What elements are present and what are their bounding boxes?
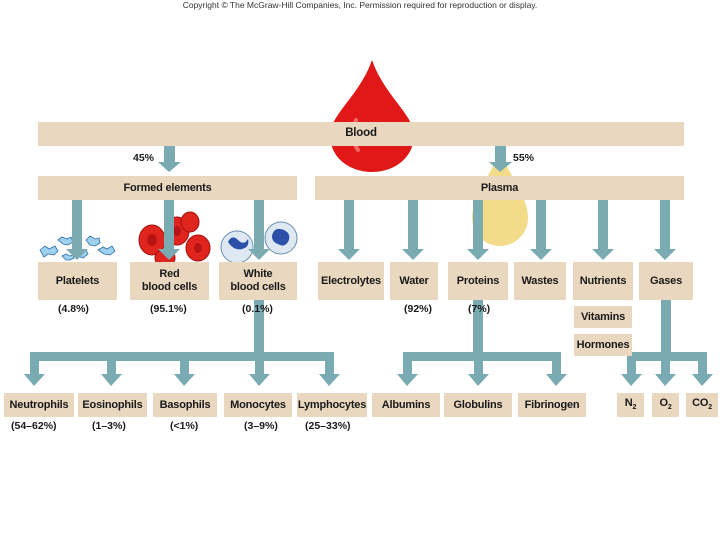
gases-box: Gases (639, 262, 693, 300)
blood-drop-icon (330, 60, 414, 172)
monocytes-box: Monocytes (224, 393, 292, 417)
nutrients-box: Nutrients (573, 262, 633, 300)
neutrophils-percent: (54–62%) (11, 420, 57, 432)
water-box: Water (390, 262, 438, 300)
fibrinogen-label: Fibrinogen (524, 398, 580, 411)
monocytes-label: Monocytes (230, 398, 286, 411)
nitrogen-box: N2 (617, 393, 644, 417)
white-blood-cells-label: White blood cells (230, 268, 286, 293)
white-blood-cells-box: White blood cells (219, 262, 297, 300)
electrolytes-box: Electrolytes (318, 262, 384, 300)
albumins-label: Albumins (381, 398, 431, 411)
copyright-notice: Copyright © The McGraw-Hill Companies, I… (182, 0, 538, 10)
white-blood-cells-icon (220, 221, 298, 264)
proteins-label: Proteins (456, 274, 500, 287)
connector-arrows (24, 146, 713, 386)
hormones-label: Hormones (576, 338, 630, 351)
hormones-box: Hormones (574, 334, 632, 356)
lymphocytes-label: Lymphocytes (297, 398, 367, 411)
carbon-dioxide-box: CO2 (686, 393, 718, 417)
vitamins-label: Vitamins (580, 310, 626, 323)
basophils-box: Basophils (153, 393, 217, 417)
lymphocytes-box: Lymphocytes (297, 393, 367, 417)
neutrophils-label: Neutrophils (9, 398, 69, 411)
eosinophils-percent: (1–3%) (92, 420, 126, 432)
albumins-box: Albumins (372, 393, 440, 417)
globulins-label: Globulins (453, 398, 503, 411)
fibrinogen-box: Fibrinogen (518, 393, 586, 417)
plasma-percent: 55% (513, 152, 535, 164)
nutrients-label: Nutrients (579, 274, 627, 287)
oxygen-label: O2 (659, 397, 672, 412)
eosinophils-label: Eosinophils (82, 398, 143, 411)
wastes-label: Wastes (521, 274, 559, 287)
wastes-box: Wastes (514, 262, 566, 300)
formed-elements-label: Formed elements (123, 181, 212, 194)
plasma-label: Plasma (480, 181, 519, 194)
white-blood-cells-percent: (0.1%) (242, 303, 273, 315)
proteins-percent: (7%) (468, 303, 491, 315)
nitrogen-label: N2 (624, 397, 637, 412)
platelets-percent: (4.8%) (58, 303, 89, 315)
platelets-label: Platelets (55, 274, 100, 287)
water-percent: (92%) (404, 303, 433, 315)
formed-elements-box: Formed elements (38, 176, 297, 200)
eosinophils-box: Eosinophils (78, 393, 147, 417)
platelets-box: Platelets (38, 262, 117, 300)
electrolytes-label: Electrolytes (321, 274, 381, 287)
carbon-dioxide-label: CO2 (692, 397, 712, 412)
plasma-box: Plasma (315, 176, 684, 200)
formed-percent: 45% (133, 152, 155, 164)
globulins-box: Globulins (444, 393, 512, 417)
lymphocytes-percent: (25–33%) (305, 420, 351, 432)
monocytes-percent: (3–9%) (244, 420, 278, 432)
blood-label: Blood (345, 127, 377, 140)
neutrophils-box: Neutrophils (4, 393, 74, 417)
red-blood-cells-box: Red blood cells (130, 262, 209, 300)
red-blood-cells-label: Red blood cells (141, 268, 198, 293)
vitamins-box: Vitamins (574, 306, 632, 328)
oxygen-box: O2 (652, 393, 679, 417)
basophils-percent: (<1%) (170, 420, 199, 432)
water-label: Water (399, 274, 429, 287)
blood-box: Blood (38, 122, 684, 146)
basophils-label: Basophils (159, 398, 211, 411)
gases-label: Gases (649, 274, 683, 287)
proteins-box: Proteins (448, 262, 508, 300)
red-blood-cells-percent: (95.1%) (150, 303, 187, 315)
